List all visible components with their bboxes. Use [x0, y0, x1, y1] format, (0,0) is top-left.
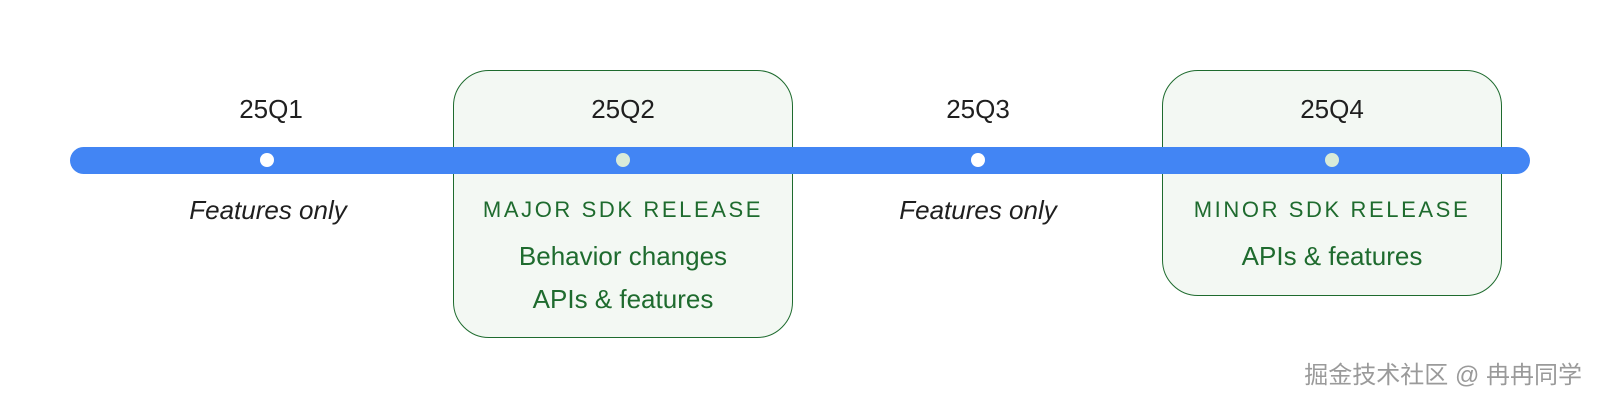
release-line-q4-1: APIs & features: [1241, 241, 1423, 271]
minor-release-box: [1162, 70, 1502, 296]
timeline-dot-q3: [971, 153, 985, 167]
watermark: 掘金技术社区 @ 冉冉同学: [1304, 362, 1582, 389]
timeline-dot-q2: [616, 153, 630, 167]
timeline-bar: [70, 147, 1530, 174]
quarter-label-q1: 25Q1: [239, 94, 303, 124]
major-release-box: [453, 70, 793, 338]
quarter-label-q4: 25Q4: [1300, 94, 1364, 124]
note-q1: Features only: [189, 195, 347, 225]
quarter-label-q2: 25Q2: [591, 94, 655, 124]
timeline-dot-q1: [260, 153, 274, 167]
release-line-q2-1: Behavior changes: [518, 241, 728, 271]
release-title-q2: MAJOR SDK RELEASE: [482, 197, 764, 222]
note-q3: Features only: [899, 195, 1057, 225]
release-title-q4: MINOR SDK RELEASE: [1193, 197, 1471, 222]
timeline-dot-q4: [1325, 153, 1339, 167]
release-line-q2-2: APIs & features: [532, 284, 714, 314]
quarter-label-q3: 25Q3: [946, 94, 1010, 124]
